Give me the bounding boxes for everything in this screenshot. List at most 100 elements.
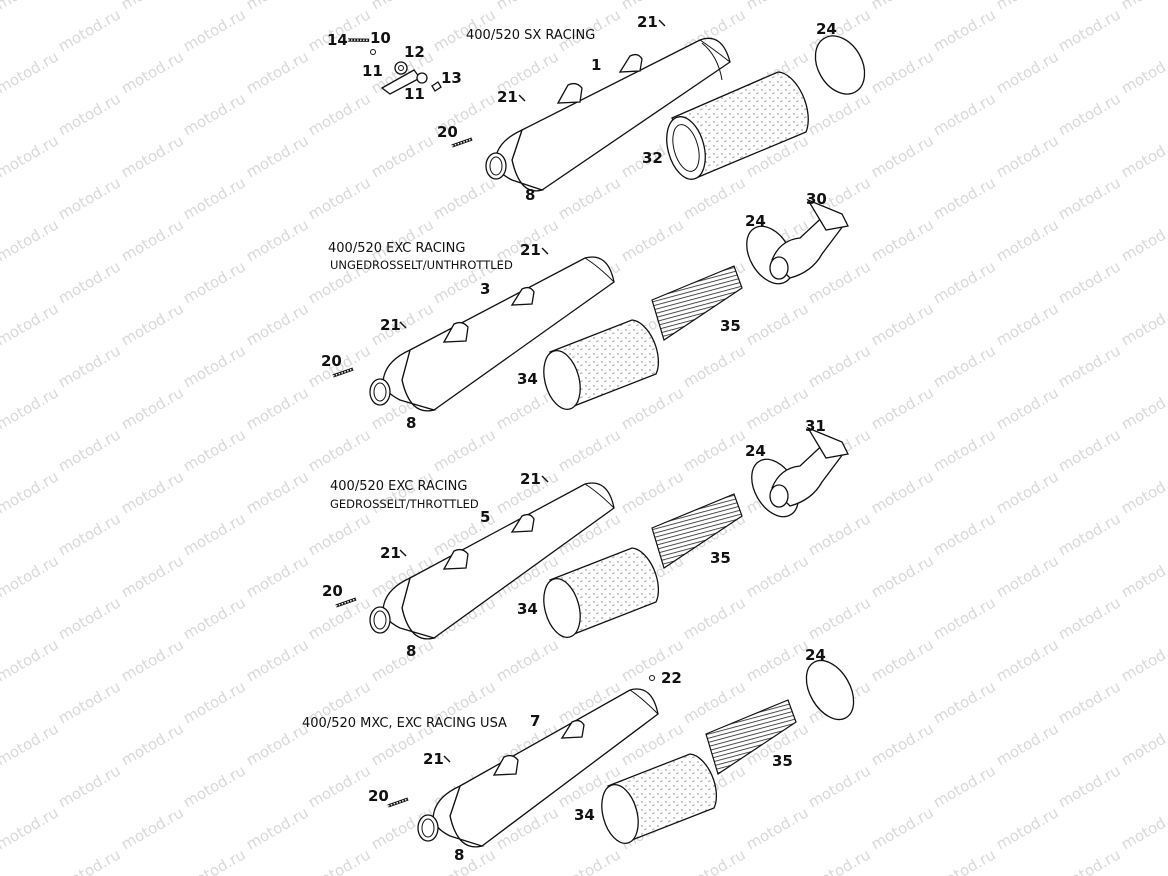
watermark-text: motod.ru <box>993 803 1062 853</box>
label-12: 12 <box>404 43 425 61</box>
watermark-text: motod.ru <box>993 383 1062 433</box>
watermark-text: motod.ru <box>868 131 937 181</box>
o-ring-24 <box>805 659 855 721</box>
watermark-text: motod.ru <box>993 467 1062 517</box>
muffler-1 <box>485 37 731 192</box>
packing-insert-34 <box>601 753 717 844</box>
label-21: 21 <box>423 750 444 768</box>
watermark-text: motod.ru <box>930 845 999 876</box>
watermark-text: motod.ru <box>930 509 999 559</box>
watermark-text: motod.ru <box>243 0 312 13</box>
watermark-text: motod.ru <box>118 467 187 517</box>
watermark-text: motod.ru <box>993 0 1062 13</box>
watermark-text: motod.ru <box>930 5 999 55</box>
watermark-text: motod.ru <box>930 593 999 643</box>
watermark-text: motod.ru <box>618 215 687 265</box>
watermark-text: motod.ru <box>680 425 749 475</box>
watermark-text: motod.ru <box>180 257 249 307</box>
watermark-text: motod.ru <box>180 341 249 391</box>
watermark-text: motod.ru <box>930 89 999 139</box>
watermark-text: motod.ru <box>993 719 1062 769</box>
watermark-text: motod.ru <box>55 761 124 811</box>
watermark-text: motod.ru <box>805 509 874 559</box>
watermark-text: motod.ru <box>243 551 312 601</box>
watermark-text: motod.ru <box>993 47 1062 97</box>
watermark-text: motod.ru <box>1118 719 1168 769</box>
label-11: 11 <box>362 62 383 80</box>
group-subtitle: GEDROSSELT/THROTTLED <box>330 497 479 511</box>
watermark-text: motod.ru <box>180 5 249 55</box>
label-21: 21 <box>520 470 541 488</box>
watermark-text: motod.ru <box>430 173 499 223</box>
watermark-text: motod.ru <box>55 341 124 391</box>
watermark-text: motod.ru <box>180 761 249 811</box>
watermark-text: motod.ru <box>305 173 374 223</box>
group-subtitle: UNGEDROSSELT/UNTHROTTLED <box>330 258 513 272</box>
watermark-text: motod.ru <box>55 677 124 727</box>
label-22: 22 <box>661 669 682 687</box>
watermark-text: motod.ru <box>0 299 62 349</box>
group-title: 400/520 MXC, EXC RACING USA <box>302 716 507 731</box>
watermark-text: motod.ru <box>1118 47 1168 97</box>
watermark-text: motod.ru <box>0 47 62 97</box>
watermark-text: motod.ru <box>868 803 937 853</box>
watermark-text: motod.ru <box>0 0 62 13</box>
muffler-3 <box>369 256 615 412</box>
watermark-text: motod.ru <box>1055 425 1124 475</box>
watermark-text: motod.ru <box>993 299 1062 349</box>
watermark-text: motod.ru <box>55 173 124 223</box>
watermark-text: motod.ru <box>180 845 249 876</box>
label-31: 31 <box>805 417 826 435</box>
watermark-text: motod.ru <box>1118 299 1168 349</box>
packing-insert-32 <box>666 71 809 180</box>
watermark-text: motod.ru <box>1118 803 1168 853</box>
watermark-text: motod.ru <box>368 131 437 181</box>
label-8: 8 <box>406 414 416 432</box>
watermark-text: motod.ru <box>930 677 999 727</box>
watermark-text: motod.ru <box>180 425 249 475</box>
label-5: 5 <box>480 508 490 526</box>
watermark-text: motod.ru <box>555 845 624 876</box>
watermark-text: motod.ru <box>868 383 937 433</box>
label-34: 34 <box>517 600 538 618</box>
watermark-text: motod.ru <box>868 299 937 349</box>
group-exc-unthrottled: 400/520 EXC RACING UNGEDROSSELT/UNTHROTT… <box>321 190 849 432</box>
watermark-text: motod.ru <box>55 425 124 475</box>
watermark-text: motod.ru <box>930 425 999 475</box>
watermark-text: motod.ru <box>180 677 249 727</box>
watermark-text: motod.ru <box>1118 467 1168 517</box>
group-title: 400/520 EXC RACING <box>328 241 465 256</box>
watermark-text: motod.ru <box>1055 845 1124 876</box>
group-title: 400/520 EXC RACING <box>330 479 467 494</box>
label-8: 8 <box>406 642 416 660</box>
watermark-text: motod.ru <box>1118 0 1168 13</box>
label-35: 35 <box>772 752 793 770</box>
watermark-text: motod.ru <box>1055 5 1124 55</box>
watermark-text: motod.ru <box>743 635 812 685</box>
watermark-text: motod.ru <box>1055 761 1124 811</box>
watermark-text: motod.ru <box>0 383 62 433</box>
watermark-text: motod.ru <box>680 173 749 223</box>
watermark-text: motod.ru <box>1118 635 1168 685</box>
label-34: 34 <box>574 806 595 824</box>
mesh-insert-35 <box>651 493 743 569</box>
watermark-text: motod.ru <box>368 0 437 13</box>
label-32: 32 <box>642 149 663 167</box>
watermark-text: motod.ru <box>993 635 1062 685</box>
watermark-text: motod.ru <box>743 383 812 433</box>
watermark-text: motod.ru <box>805 593 874 643</box>
mesh-insert-35 <box>705 699 797 775</box>
group-exc-throttled: 400/520 EXC RACING GEDROSSELT/THROTTLED … <box>322 417 849 660</box>
label-21b: 21 <box>380 316 401 334</box>
watermark-text: motod.ru <box>305 425 374 475</box>
packing-insert-34 <box>543 319 659 410</box>
watermark-text: motod.ru <box>180 173 249 223</box>
watermark-text: motod.ru <box>305 593 374 643</box>
watermark-text: motod.ru <box>743 299 812 349</box>
watermark-text: motod.ru <box>805 341 874 391</box>
watermark-text: motod.ru <box>118 215 187 265</box>
watermark-text: motod.ru <box>0 467 62 517</box>
watermark-text: motod.ru <box>243 803 312 853</box>
watermark-text: motod.ru <box>1055 509 1124 559</box>
